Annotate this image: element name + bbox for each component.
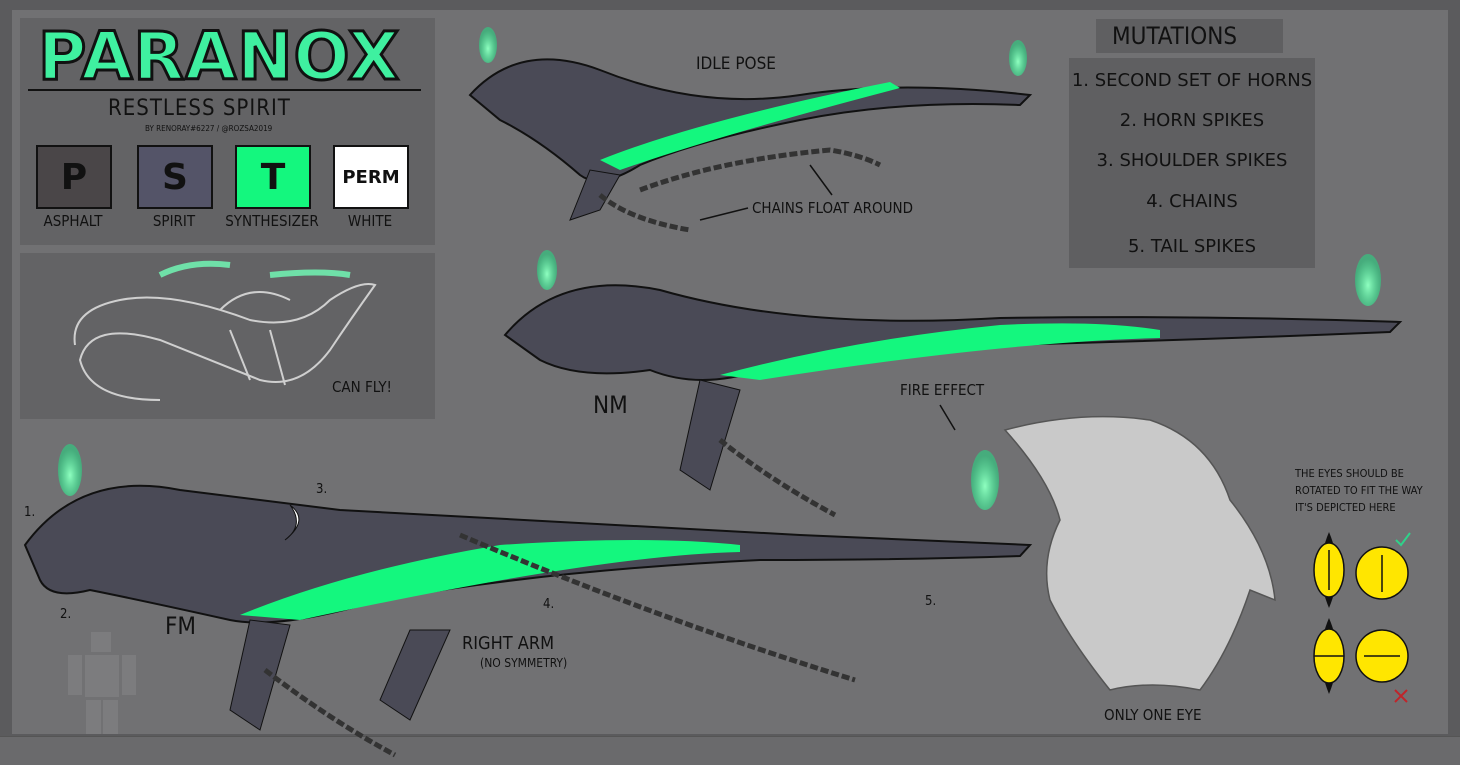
fm-dragon (23, 444, 1033, 758)
mutations-list: 1. SECOND SET OF HORNS 2. HORN SPIKES 3.… (1069, 58, 1315, 268)
fire-effect (1355, 254, 1381, 306)
one-eye-label: ONLY ONE EYE (1104, 706, 1202, 724)
eyes-note-line: THE EYES SHOULD BE (1295, 467, 1404, 480)
mutation-item: 2. HORN SPIKES (1119, 110, 1265, 131)
swatch-letter: S (162, 156, 188, 198)
mutations-heading-box (1096, 19, 1283, 53)
swatch-asphalt: P (36, 145, 112, 209)
fire-effect (1009, 40, 1027, 76)
fire-effect (971, 450, 999, 510)
marker-1: 1. (24, 505, 36, 520)
title-divider (28, 89, 421, 91)
check-icon (1395, 532, 1411, 547)
bottom-bar (0, 736, 1460, 765)
eye-correct-slit (1313, 532, 1411, 608)
swatch-letter: T (260, 156, 286, 198)
fly-panel (20, 253, 435, 419)
character-name: PARANOX (36, 17, 401, 97)
mutations-heading: MUTATIONS (1112, 22, 1238, 50)
fm-label: FM (165, 612, 197, 640)
nm-dragon (503, 250, 1403, 518)
swatch-letter: P (60, 156, 88, 198)
eyes-note-line: IT'S DEPICTED HERE (1295, 501, 1396, 514)
chain (639, 147, 882, 193)
idle-pose-label: IDLE POSE (696, 54, 776, 74)
eye-wrong-slit (1313, 618, 1409, 703)
chain (459, 532, 856, 683)
chains-label: CHAINS FLOAT AROUND (752, 199, 914, 217)
nm-label: NM (593, 391, 628, 419)
mutation-item: 5. TAIL SPIKES (1127, 236, 1257, 257)
mutation-item: 4. CHAINS (1146, 191, 1238, 212)
swatch-synthesizer: T (235, 145, 311, 209)
mutation-item: 3. SHOULDER SPIKES (1096, 150, 1288, 171)
swatch-label: SPIRIT (152, 212, 196, 230)
avatar-scale-silhouette (68, 632, 136, 734)
flying-sketch (73, 260, 377, 401)
fire-effect (537, 250, 557, 290)
marker-3: 3. (316, 482, 328, 497)
chain (718, 438, 837, 518)
swatch-label: SYNTHESIZER (225, 212, 319, 230)
mutation-item: 1. SECOND SET OF HORNS (1071, 70, 1313, 91)
fire-effect (479, 27, 497, 63)
marker-4: 4. (543, 597, 555, 612)
fire-effect-label: FIRE EFFECT (900, 381, 985, 399)
right-arm (379, 629, 451, 721)
subtitle: RESTLESS SPIRIT (108, 96, 291, 121)
marker-2: 2. (60, 607, 72, 622)
cross-icon (1394, 689, 1408, 703)
swatch-label: ASPHALT (43, 212, 103, 230)
right-arm-label: RIGHT ARM (462, 633, 555, 654)
swatch-spirit: S (137, 145, 213, 209)
can-fly-label: CAN FLY! (332, 378, 392, 396)
no-symmetry-label: (NO SYMMETRY) (480, 656, 568, 670)
idle-pose-dragon (468, 27, 1033, 233)
swatch-white: PERM (333, 145, 409, 209)
fire-effect (58, 444, 82, 496)
marker-5: 5. (925, 594, 937, 609)
head-only-one-eye (1003, 415, 1276, 691)
chain (263, 668, 397, 758)
eyes-note-line: ROTATED TO FIT THE WAY (1295, 484, 1423, 497)
swatch-label: WHITE (347, 212, 393, 230)
swatch-letter: PERM (342, 166, 400, 188)
credit: BY RENORAY#6227 / @ROZSA2019 (145, 124, 273, 133)
